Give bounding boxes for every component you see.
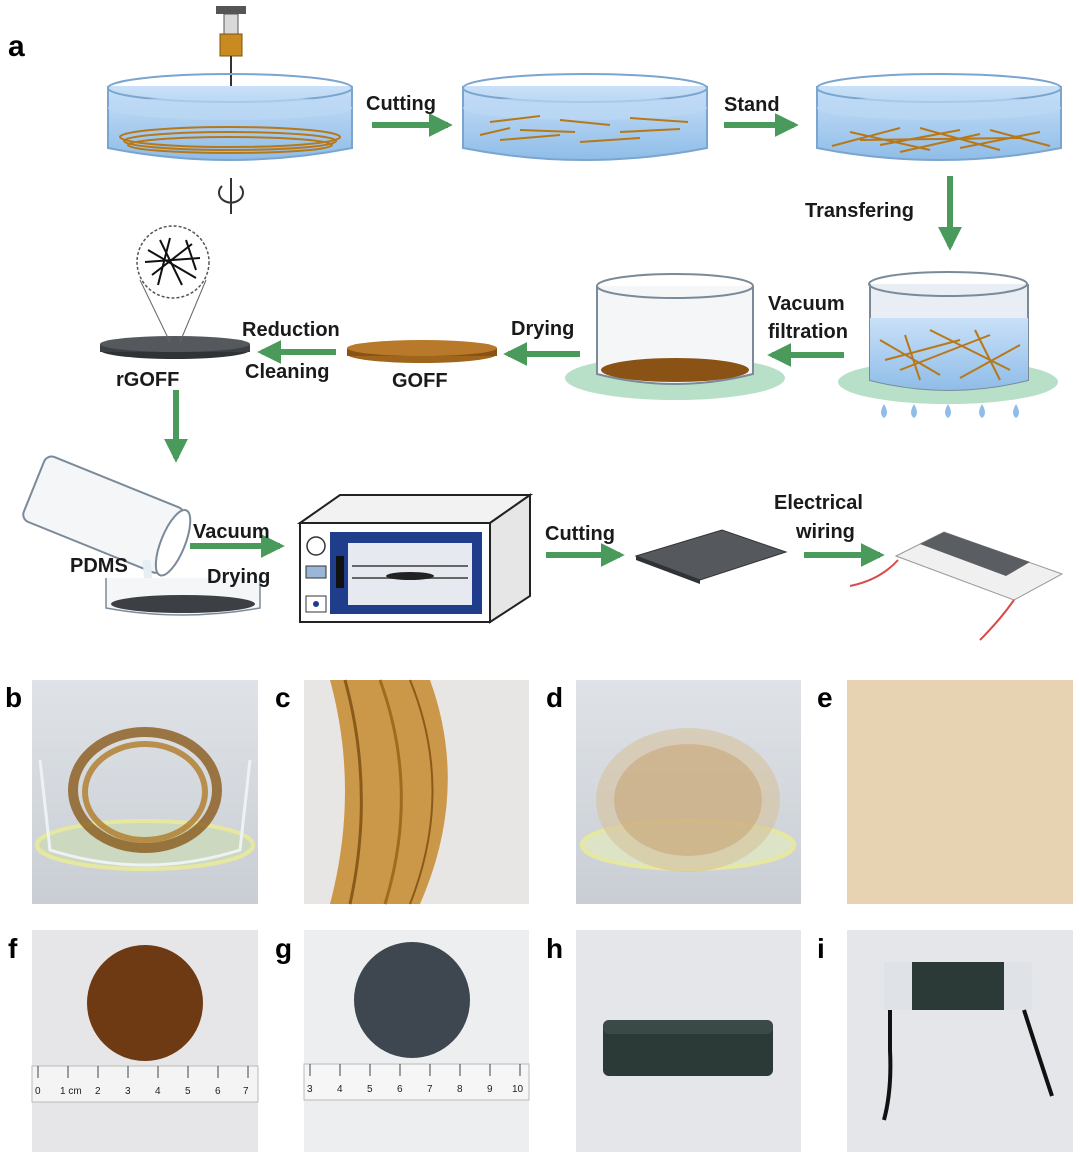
- label-cleaning: Cleaning: [245, 361, 329, 383]
- rotation-icon: [218, 178, 244, 214]
- label-vacuum-2: Vacuum: [193, 521, 270, 543]
- photo-f: 0 1 cm 2 3 4 5 6 7: [31, 930, 259, 1152]
- composite-film: [634, 529, 788, 581]
- photo-d: [576, 680, 801, 904]
- label-wiring: wiring: [795, 521, 855, 543]
- ruler-f-ticks: [37, 1066, 249, 1078]
- vacuum-oven: [296, 493, 534, 624]
- panel-label-g: g: [275, 933, 292, 964]
- ruler-g-tick-4: 7: [427, 1084, 433, 1095]
- photo-i: [847, 930, 1073, 1152]
- label-goff: GOFF: [392, 370, 448, 392]
- ruler-g-tick-6: 9: [487, 1084, 493, 1095]
- ruler-f-tick-1: 1 cm: [60, 1086, 82, 1097]
- petri-dish-3: [816, 73, 1062, 161]
- rgoff-disc: [100, 336, 250, 359]
- label-rgoff: rGOFF: [116, 369, 179, 391]
- ruler-g-tick-7: 10: [512, 1084, 524, 1095]
- ruler-g-ticks: [309, 1064, 521, 1076]
- petri-dish-2: [462, 73, 708, 161]
- ruler-f-tick-5: 5: [185, 1086, 191, 1097]
- label-cutting-1: Cutting: [366, 93, 436, 115]
- panel-label-c: c: [275, 682, 291, 713]
- sensor-device: [849, 531, 1064, 641]
- ruler-g-tick-5: 8: [457, 1084, 463, 1095]
- pdms-pour-beaker: [22, 455, 261, 616]
- ruler-g-tick-2: 5: [367, 1084, 373, 1095]
- drying-beaker: [565, 273, 785, 400]
- panel-label-b: b: [5, 682, 22, 713]
- filtration-funnel: [838, 271, 1058, 418]
- panel-label-d: d: [546, 682, 563, 713]
- label-drying-2: Drying: [207, 566, 270, 588]
- ruler-g-tick-3: 6: [397, 1084, 403, 1095]
- label-filtration: filtration: [768, 321, 848, 343]
- label-reduction: Reduction: [242, 319, 340, 341]
- photo-b: [32, 680, 258, 904]
- panel-label-a: a: [8, 30, 25, 63]
- petri-dish-1: [107, 73, 353, 161]
- ruler-f-tick-2: 2: [95, 1086, 101, 1097]
- label-electrical: Electrical: [774, 492, 863, 514]
- label-stand: Stand: [724, 94, 780, 116]
- ruler-g-tick-0: 3: [307, 1084, 313, 1095]
- ruler-f-tick-7: 7: [243, 1086, 249, 1097]
- panel-label-h: h: [546, 933, 563, 964]
- photo-h: [576, 930, 801, 1152]
- label-pdms: PDMS: [70, 555, 128, 577]
- ruler-g-tick-1: 4: [337, 1084, 343, 1095]
- panel-label-f: f: [8, 933, 18, 964]
- syringe-icon: [216, 6, 261, 125]
- photo-c: [304, 679, 529, 905]
- panel-label-e: e: [817, 682, 833, 713]
- ruler-f-tick-0: 0: [35, 1086, 41, 1097]
- ruler-f-tick-3: 3: [125, 1086, 131, 1097]
- label-vacuum: Vacuum: [768, 293, 845, 315]
- goff-disc: [347, 340, 497, 363]
- label-transfering: Transfering: [805, 200, 914, 222]
- ruler-f-tick-6: 6: [215, 1086, 221, 1097]
- label-drying-1: Drying: [511, 318, 574, 340]
- photo-e: [847, 680, 1073, 904]
- label-cutting-2: Cutting: [545, 523, 615, 545]
- photo-g: 3 4 5 6 7 8 9 10: [303, 930, 530, 1152]
- zoom-inset: [136, 225, 210, 343]
- ruler-f-tick-4: 4: [155, 1086, 161, 1097]
- panel-label-i: i: [817, 933, 825, 964]
